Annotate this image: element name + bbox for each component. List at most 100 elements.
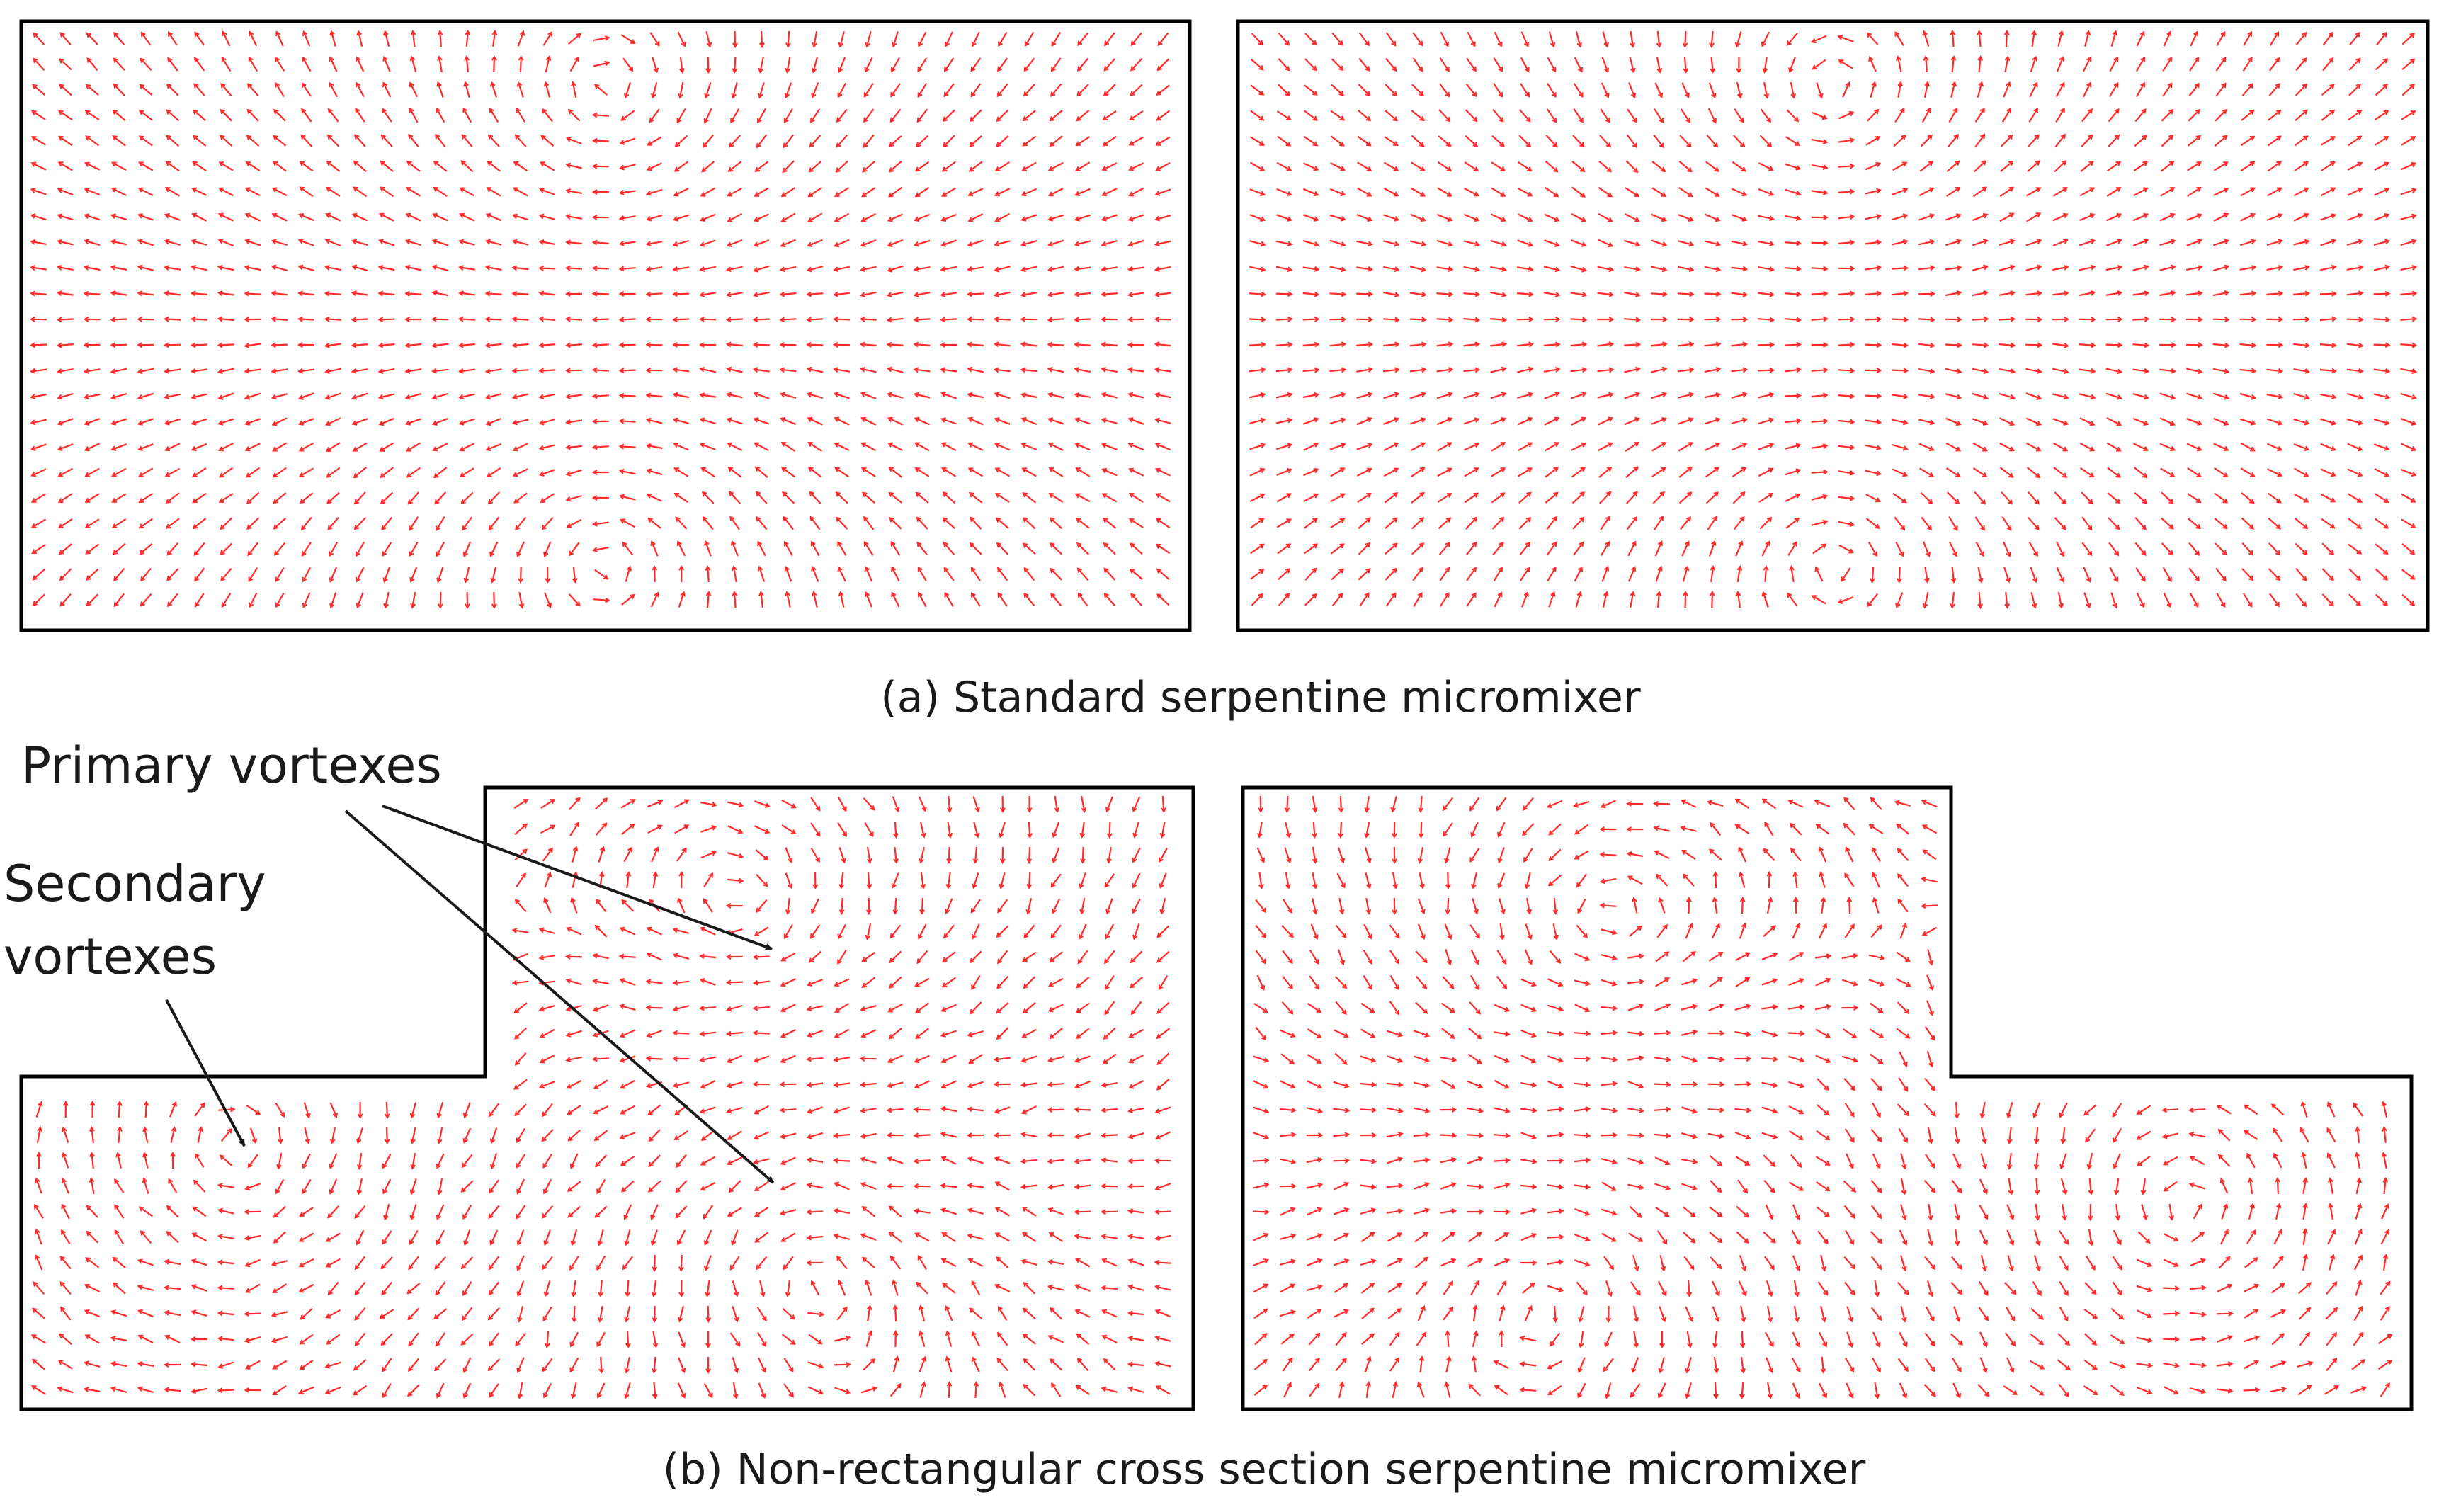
velocity-vector-head xyxy=(1259,543,1265,549)
velocity-vector-head xyxy=(110,368,116,375)
velocity-vector-head xyxy=(137,213,143,219)
velocity-vector-head xyxy=(967,1083,973,1088)
velocity-vector xyxy=(566,241,583,245)
velocity-vector xyxy=(2373,240,2389,246)
velocity-vector-head xyxy=(166,575,172,581)
velocity-vector xyxy=(1049,467,1064,477)
velocity-vector-head xyxy=(1980,499,1986,505)
velocity-vector xyxy=(840,872,844,889)
velocity-vector xyxy=(1972,343,1988,346)
velocity-vector-head xyxy=(378,420,385,426)
velocity-vector xyxy=(595,925,608,938)
velocity-vector xyxy=(705,82,712,98)
velocity-vector-head xyxy=(2248,83,2253,89)
velocity-vector xyxy=(1440,31,1449,47)
velocity-vector xyxy=(275,31,284,47)
velocity-vector xyxy=(1467,31,1476,47)
velocity-vector xyxy=(2293,418,2309,425)
velocity-vector-head xyxy=(837,67,843,74)
velocity-vector xyxy=(406,213,421,222)
velocity-vector-head xyxy=(1022,957,1028,962)
velocity-vector-head xyxy=(484,368,491,374)
velocity-vector-head xyxy=(83,290,89,297)
velocity-vector xyxy=(59,593,72,607)
velocity-vector xyxy=(654,566,656,583)
velocity-vector-head xyxy=(2304,445,2310,451)
velocity-vector xyxy=(1574,57,1583,72)
velocity-vector-head xyxy=(2278,342,2284,348)
velocity-vector-head xyxy=(1258,115,1265,121)
velocity-vector-head xyxy=(1501,392,1507,397)
velocity-vector-head xyxy=(702,516,708,522)
velocity-vector-head xyxy=(1983,394,1989,400)
velocity-vector-head xyxy=(1579,541,1584,547)
velocity-vector xyxy=(486,443,502,451)
velocity-vector-head xyxy=(1154,417,1160,424)
velocity-vector xyxy=(406,442,421,452)
velocity-vector-head xyxy=(1683,565,1690,572)
velocity-vector xyxy=(219,493,234,503)
velocity-vector xyxy=(1812,35,1827,43)
velocity-vector xyxy=(245,418,261,425)
velocity-vector xyxy=(785,847,792,863)
velocity-vector xyxy=(31,241,47,245)
velocity-vector-head xyxy=(377,264,384,271)
velocity-vector xyxy=(1627,541,1637,557)
velocity-vector xyxy=(246,1104,261,1115)
velocity-vector-head xyxy=(1074,1057,1080,1063)
velocity-vector xyxy=(1838,191,1854,193)
velocity-vector xyxy=(459,266,475,271)
velocity-vector-head xyxy=(869,805,875,811)
velocity-vector-head xyxy=(2304,290,2311,297)
velocity-vector xyxy=(274,542,286,556)
velocity-vector xyxy=(1358,84,1370,96)
velocity-vector-head xyxy=(1581,367,1588,373)
velocity-vector-head xyxy=(409,525,414,531)
velocity-vector-head xyxy=(491,603,497,609)
velocity-vector-head xyxy=(891,42,897,48)
velocity-vector-head xyxy=(271,264,277,271)
velocity-vector xyxy=(1491,161,1506,171)
velocity-vector-head xyxy=(1876,213,1882,220)
velocity-vector-head xyxy=(1822,139,1829,145)
velocity-vector-head xyxy=(2358,213,2363,219)
velocity-vector xyxy=(32,493,46,503)
velocity-vector-head xyxy=(1810,38,1817,44)
velocity-vector xyxy=(1628,82,1636,98)
velocity-vector xyxy=(892,796,899,812)
velocity-vector xyxy=(703,873,713,887)
velocity-vector xyxy=(2105,343,2122,346)
velocity-vector xyxy=(941,292,957,296)
velocity-vector-head xyxy=(218,498,224,504)
velocity-vector xyxy=(808,186,823,198)
velocity-vector-head xyxy=(1688,417,1695,423)
velocity-vector-head xyxy=(192,523,198,530)
velocity-vector xyxy=(513,161,528,172)
velocity-vector-head xyxy=(2410,110,2416,116)
velocity-vector-head xyxy=(1421,317,1427,323)
velocity-vector xyxy=(621,1180,635,1193)
velocity-vector xyxy=(864,822,874,836)
velocity-vector-head xyxy=(2224,264,2230,271)
velocity-vector-head xyxy=(1741,216,1748,222)
velocity-vector-head xyxy=(672,1006,678,1012)
velocity-vector-head xyxy=(1101,366,1107,373)
velocity-vector xyxy=(488,135,500,147)
velocity-vector xyxy=(1436,343,1452,347)
velocity-vector-head xyxy=(993,341,999,348)
velocity-vector xyxy=(1411,517,1424,530)
velocity-vector-head xyxy=(971,41,977,47)
velocity-vector xyxy=(673,980,690,984)
velocity-vector-head xyxy=(431,394,438,400)
velocity-vector xyxy=(1731,418,1747,425)
velocity-vector xyxy=(138,188,154,196)
velocity-vector xyxy=(707,566,710,583)
velocity-vector xyxy=(1304,568,1317,581)
velocity-vector-head xyxy=(618,317,625,323)
velocity-vector-head xyxy=(491,30,498,35)
velocity-vector xyxy=(2321,518,2335,529)
velocity-vector-head xyxy=(1688,442,1693,448)
velocity-vector xyxy=(812,567,819,582)
velocity-vector-head xyxy=(753,217,759,222)
velocity-vector-head xyxy=(1132,882,1137,889)
